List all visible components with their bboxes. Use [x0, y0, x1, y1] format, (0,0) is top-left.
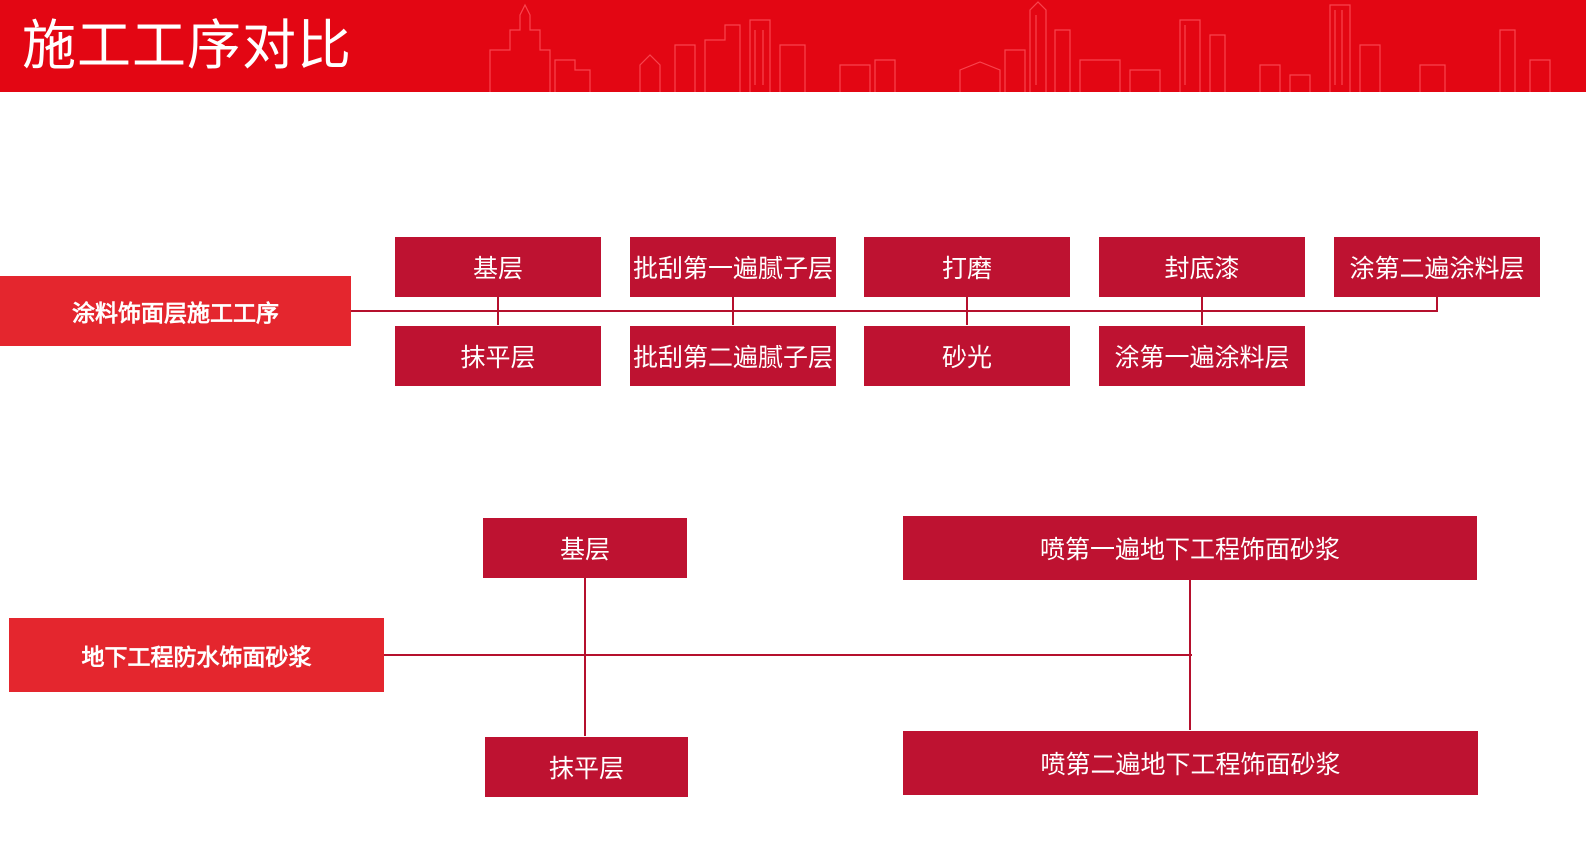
diagram1-connector — [1201, 297, 1203, 325]
diagram1-connector — [732, 297, 734, 325]
diagram2-step-box: 抹平层 — [485, 737, 688, 797]
diagram2-step-box: 基层 — [483, 518, 687, 578]
diagram1-step-box: 打磨 — [864, 237, 1070, 297]
diagram1-step-box: 封底漆 — [1099, 237, 1305, 297]
header-banner: 施工工序对比 — [0, 0, 1586, 92]
diagram1-connector — [1436, 297, 1438, 311]
diagram1-connector — [497, 297, 499, 325]
diagram2-label: 地下工程防水饰面砂浆 — [9, 618, 384, 692]
diagram1-step-box: 批刮第二遍腻子层 — [630, 326, 836, 386]
diagram1-label: 涂料饰面层施工工序 — [0, 276, 351, 346]
diagram1-step-box: 涂第一遍涂料层 — [1099, 326, 1305, 386]
city-skyline-decoration — [489, 1, 1551, 92]
diagram2-connector — [1189, 580, 1191, 730]
diagram1-step-box: 抹平层 — [395, 326, 601, 386]
diagram1-connector — [966, 297, 968, 325]
page-title: 施工工序对比 — [22, 14, 352, 77]
diagram1-step-box: 基层 — [395, 237, 601, 297]
diagram1-step-box: 砂光 — [864, 326, 1070, 386]
diagram1-step-box: 涂第二遍涂料层 — [1334, 237, 1540, 297]
diagram1-main-line — [351, 310, 1438, 312]
diagram1-step-box: 批刮第一遍腻子层 — [630, 237, 836, 297]
diagram2-step-box: 喷第一遍地下工程饰面砂浆 — [903, 516, 1477, 580]
diagram2-main-line — [384, 654, 1192, 656]
diagram2-step-box: 喷第二遍地下工程饰面砂浆 — [903, 731, 1478, 795]
diagram2-connector — [584, 578, 586, 736]
